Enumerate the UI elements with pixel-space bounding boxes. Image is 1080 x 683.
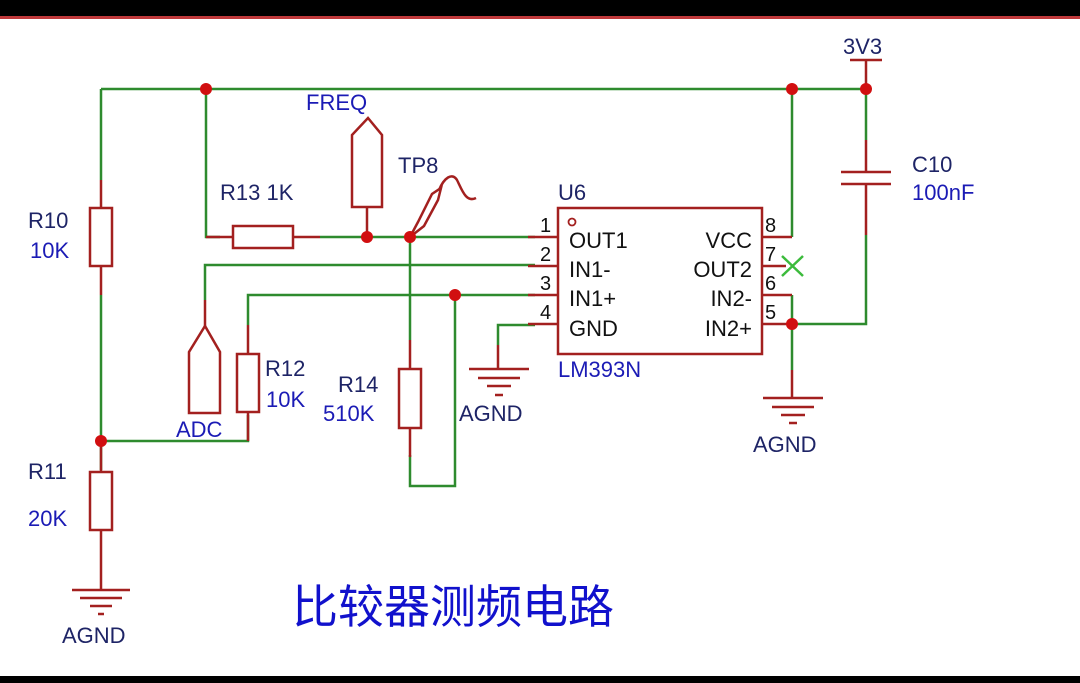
pin-name: IN2- bbox=[710, 286, 752, 311]
wire-pin4-gnd bbox=[496, 323, 535, 345]
diagram-title: 比较器测频电路 bbox=[292, 580, 614, 634]
pin-number: 1 bbox=[540, 215, 551, 237]
u6-pin-6: 6 IN2- bbox=[710, 273, 776, 311]
r10-body bbox=[88, 206, 114, 268]
u6-body bbox=[556, 206, 764, 356]
u6-pin-4: 4 GND bbox=[540, 302, 618, 341]
freq-port-icon bbox=[350, 116, 384, 209]
wire-r14-loop bbox=[408, 295, 457, 488]
capacitor-c10[interactable]: C10 100nF bbox=[841, 140, 974, 235]
junction-dot bbox=[860, 83, 872, 95]
resistor-r11[interactable]: R11 20K bbox=[28, 441, 114, 590]
power-3v3: 3V3 bbox=[843, 34, 882, 89]
ground-agnd-middle: AGND bbox=[459, 345, 529, 426]
adc-port-label: ADC bbox=[176, 417, 223, 442]
probe-wire-icon bbox=[437, 175, 477, 201]
schematic-canvas: 3V3 R10 10K R11 20K AGND R13 1K FREQ TP8 bbox=[0, 16, 1080, 676]
ground-agnd-right: AGND bbox=[753, 370, 823, 457]
pin-name: IN1+ bbox=[569, 286, 616, 311]
r14-designator: R14 bbox=[338, 372, 378, 397]
ground-label: AGND bbox=[459, 401, 523, 426]
pin-number: 3 bbox=[540, 273, 551, 295]
adc-port-icon bbox=[187, 323, 222, 415]
pin-name: IN1- bbox=[569, 257, 611, 282]
net-port-freq[interactable]: FREQ bbox=[306, 90, 384, 237]
r14-value: 510K bbox=[323, 401, 375, 426]
pin-number: 6 bbox=[765, 273, 776, 295]
r11-designator: R11 bbox=[28, 459, 67, 484]
pin-name: OUT1 bbox=[569, 228, 628, 253]
junction-dot bbox=[786, 318, 798, 330]
junction-dot bbox=[404, 231, 416, 243]
wire-divider-to-r12 bbox=[101, 415, 250, 443]
tp8-designator: TP8 bbox=[398, 153, 438, 178]
schematic-svg: 3V3 R10 10K R11 20K AGND R13 1K FREQ TP8 bbox=[28, 34, 974, 648]
ground-icon bbox=[72, 588, 130, 616]
ground-icon bbox=[763, 370, 823, 425]
r13-label: R13 1K bbox=[220, 180, 294, 205]
r11-body bbox=[88, 470, 114, 532]
pin-name: IN2+ bbox=[705, 316, 752, 341]
r12-designator: R12 bbox=[265, 356, 305, 381]
resistor-r12[interactable]: R12 10K bbox=[235, 325, 305, 441]
ground-agnd-left: AGND bbox=[62, 588, 130, 648]
r11-value: 20K bbox=[28, 506, 67, 531]
pin-number: 2 bbox=[540, 244, 551, 266]
u6-pin-3: 3 IN1+ bbox=[540, 273, 616, 311]
u6-pin-7: 7 OUT2 bbox=[693, 244, 776, 282]
test-point-tp8[interactable]: TP8 bbox=[398, 153, 477, 238]
junctions bbox=[95, 83, 872, 447]
pin-name: GND bbox=[569, 316, 618, 341]
junction-dot bbox=[200, 83, 212, 95]
no-connect-icon bbox=[781, 255, 804, 277]
resistor-r10[interactable]: R10 10K bbox=[28, 180, 114, 295]
u6-pin-1: 1 OUT1 bbox=[540, 215, 628, 253]
pin-number: 5 bbox=[765, 302, 776, 324]
r12-body bbox=[235, 352, 261, 414]
net-port-adc[interactable]: ADC bbox=[176, 300, 223, 442]
u6-designator: U6 bbox=[558, 180, 586, 205]
pin-number: 4 bbox=[540, 302, 551, 324]
wire-cap-in2 bbox=[792, 235, 868, 326]
u6-part-number: LM393N bbox=[558, 357, 641, 382]
junction-dot bbox=[786, 83, 798, 95]
probe-icon bbox=[408, 185, 443, 238]
r10-value: 10K bbox=[30, 238, 69, 263]
u6-pin-5: 5 IN2+ bbox=[705, 302, 776, 341]
pin-name: OUT2 bbox=[693, 257, 752, 282]
capacitor-icon bbox=[841, 140, 891, 235]
resistor-r14[interactable]: R14 510K bbox=[323, 340, 423, 457]
u6-pin-2: 2 IN1- bbox=[540, 244, 611, 282]
pin-number: 8 bbox=[765, 215, 776, 237]
junction-dot bbox=[95, 435, 107, 447]
power-net-label: 3V3 bbox=[843, 34, 882, 59]
ic-u6[interactable]: U6 LM393N 1 OUT1 2 IN1- 3 IN1+ 4 GND 8 V… bbox=[528, 180, 804, 382]
pin-name: VCC bbox=[706, 228, 753, 253]
c10-designator: C10 bbox=[912, 152, 952, 177]
pin-number: 7 bbox=[765, 244, 776, 266]
u6-pin-8: 8 VCC bbox=[706, 215, 777, 253]
wire-in1-plus bbox=[246, 293, 535, 325]
wire-in1-minus bbox=[203, 263, 535, 300]
junction-dot bbox=[361, 231, 373, 243]
pin1-marker-icon bbox=[567, 217, 577, 227]
wire-rail-to-r13 bbox=[204, 89, 220, 239]
ground-icon bbox=[469, 345, 529, 397]
r13-body bbox=[231, 224, 295, 250]
ground-label: AGND bbox=[62, 623, 126, 648]
c10-value: 100nF bbox=[912, 180, 974, 205]
u6-left-pin-leads bbox=[528, 235, 558, 326]
junction-dot bbox=[449, 289, 461, 301]
u6-right-pin-leads bbox=[762, 235, 792, 326]
freq-port-label: FREQ bbox=[306, 90, 367, 115]
r14-body bbox=[397, 367, 423, 430]
ground-label: AGND bbox=[753, 432, 817, 457]
resistor-r13[interactable]: R13 1K bbox=[206, 180, 320, 250]
sheet-border-line bbox=[0, 16, 1080, 19]
r12-value: 10K bbox=[266, 387, 305, 412]
r10-designator: R10 bbox=[28, 208, 68, 233]
